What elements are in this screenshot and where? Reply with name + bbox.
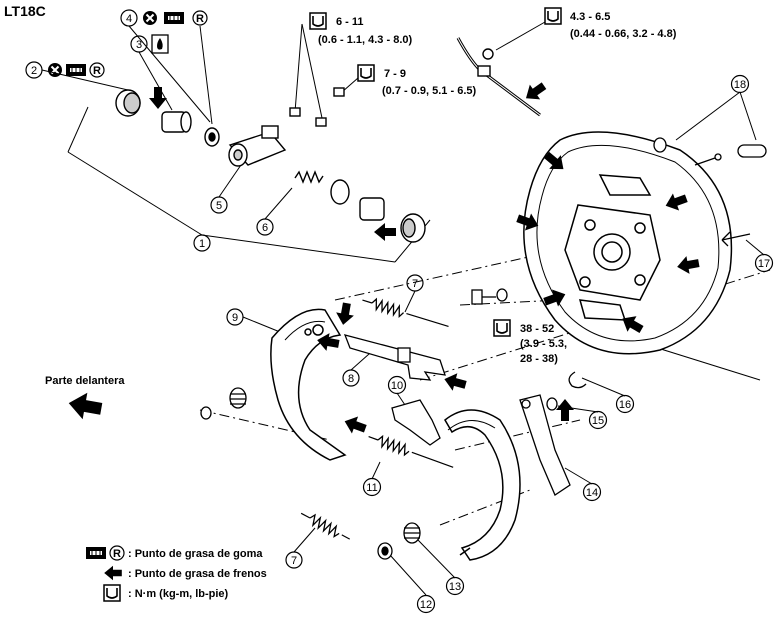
torque-spec-4: 38 - 52 (3.9 - 5.3, 28 - 38) (493, 319, 567, 365)
front-direction: Parte delantera (45, 375, 125, 423)
callout-14: 14 (582, 482, 602, 502)
callout-6: 6 (256, 218, 274, 236)
svg-text:(0.7 - 0.9, 5.1 - 6.5): (0.7 - 0.9, 5.1 - 6.5) (382, 85, 476, 97)
callout-7-bottom: 7 (285, 551, 303, 569)
back-plate (523, 131, 733, 355)
torque-spec-1: 6 - 11 (0.6 - 1.1, 4.3 - 8.0) (309, 12, 412, 46)
svg-text:7: 7 (291, 555, 297, 567)
svg-text:4: 4 (126, 13, 132, 25)
svg-text:R: R (93, 65, 101, 77)
svg-text:4.3 - 6.5: 4.3 - 6.5 (570, 11, 610, 23)
callout-16: 16 (615, 394, 635, 414)
svg-text:9: 9 (232, 312, 238, 324)
svg-text:7 - 9: 7 - 9 (384, 68, 406, 80)
grease-symbol-2: R (47, 62, 105, 78)
callout-9: 9 (226, 308, 244, 326)
grease-symbol-4: R (142, 10, 208, 26)
callout-1: 1 (193, 234, 211, 252)
spring-11 (368, 434, 454, 468)
svg-text:15: 15 (592, 415, 604, 427)
callout-12: 12 (416, 594, 436, 614)
svg-text:3: 3 (136, 39, 142, 51)
washer-15 (546, 397, 558, 411)
torque-spec-2: 7 - 9 (0.7 - 0.9, 5.1 - 6.5) (357, 64, 476, 97)
svg-text:28 - 38): 28 - 38) (520, 353, 558, 365)
spring-seat-left (200, 387, 247, 420)
torque-spec-3: 4.3 - 6.5 (0.44 - 0.66, 3.2 - 4.8) (544, 7, 677, 40)
callout-2: 2 (25, 61, 43, 79)
legend-torque: : N·m (kg-m, lb-pie) (103, 584, 229, 602)
spring-7-bottom (300, 512, 351, 540)
svg-text:1: 1 (199, 238, 205, 250)
plug-18 (653, 137, 767, 166)
spring-seat-13 (403, 522, 421, 544)
callout-5: 5 (210, 196, 228, 214)
callout-13: 13 (445, 576, 465, 596)
bolt (471, 288, 508, 305)
callout-17: 17 (754, 253, 774, 273)
svg-text:R: R (196, 13, 204, 25)
callout-15: 15 (588, 410, 608, 430)
retainer-12 (377, 542, 393, 560)
svg-text:(3.9 - 5.3,: (3.9 - 5.3, (520, 338, 567, 350)
callout-8: 8 (342, 369, 360, 387)
svg-text:7: 7 (412, 278, 418, 290)
diagram-title: LT18C (4, 3, 46, 19)
svg-text:6 - 11: 6 - 11 (336, 16, 364, 28)
brake-shoe-9 (270, 308, 347, 461)
svg-text:38 - 52: 38 - 52 (520, 323, 554, 335)
retainer-pin-17 (721, 231, 751, 247)
spring-7-top (362, 297, 449, 327)
callout-7-top: 7 (406, 274, 424, 292)
svg-text:18: 18 (734, 79, 746, 91)
parking-lever-14 (519, 394, 571, 496)
svg-text:16: 16 (619, 399, 631, 411)
brake-fluid-icon (151, 34, 169, 54)
svg-text:(0.44 - 0.66, 3.2 - 4.8): (0.44 - 0.66, 3.2 - 4.8) (570, 28, 677, 40)
callout-18: 18 (730, 74, 750, 94)
svg-text:10: 10 (391, 380, 403, 392)
brake-line (456, 37, 541, 117)
svg-text:8: 8 (348, 373, 354, 385)
svg-text:: Punto de grasa de goma: : Punto de grasa de goma (128, 548, 263, 560)
brake-shoe-right (444, 409, 521, 561)
svg-text:2: 2 (31, 65, 37, 77)
clip-16 (568, 371, 587, 389)
callout-4: 4 (120, 9, 138, 27)
wheel-cylinder-assembly (115, 87, 426, 243)
svg-text:(0.6 - 1.1, 4.3 - 8.0): (0.6 - 1.1, 4.3 - 8.0) (318, 34, 412, 46)
svg-text:6: 6 (262, 222, 268, 234)
adjuster-8 (343, 334, 446, 381)
svg-text:R: R (113, 548, 121, 560)
svg-text:12: 12 (420, 599, 432, 611)
lever-10 (391, 399, 441, 446)
legend-brake-grease: : Punto de grasa de frenos (104, 565, 267, 581)
callout-11: 11 (362, 477, 382, 497)
svg-text:5: 5 (216, 200, 222, 212)
svg-text:: Punto de grasa de frenos: : Punto de grasa de frenos (128, 568, 267, 580)
callout-10: 10 (387, 375, 407, 395)
legend: R : Punto de grasa de goma : Punto de gr… (85, 545, 267, 602)
svg-text:14: 14 (586, 487, 598, 499)
svg-text:: N·m (kg-m, lb-pie): : N·m (kg-m, lb-pie) (128, 588, 229, 600)
svg-text:17: 17 (758, 258, 770, 270)
legend-rubber-grease: R : Punto de grasa de goma (85, 545, 263, 561)
svg-text:13: 13 (449, 581, 461, 593)
svg-text:Parte delantera: Parte delantera (45, 375, 125, 387)
svg-text:11: 11 (366, 482, 377, 494)
